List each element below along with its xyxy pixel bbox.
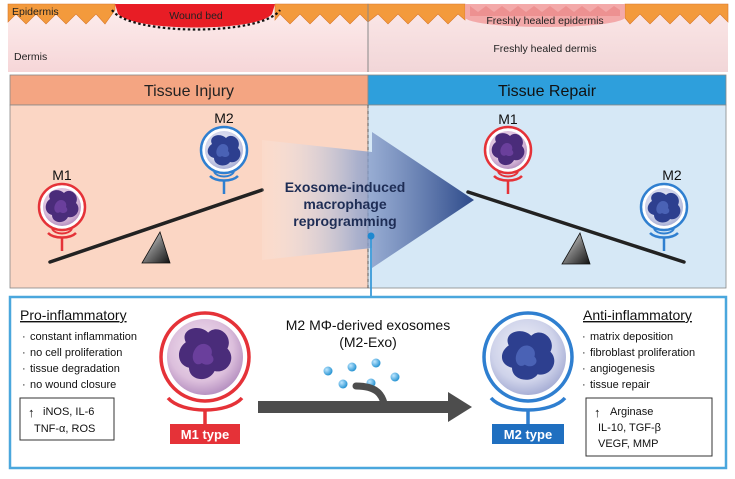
m1-type-cell: M1 type bbox=[159, 311, 251, 444]
reprogramming-arrow-shape bbox=[262, 132, 474, 268]
pro-bullet: · bbox=[22, 363, 26, 375]
repair-title: Tissue Repair bbox=[498, 83, 597, 100]
pro-bullet: · bbox=[22, 331, 26, 343]
anti-inflammatory-title: Anti-inflammatory bbox=[583, 307, 692, 323]
exosome-title-line1: M2 MΦ-derived exosomes bbox=[286, 317, 450, 333]
epidermis-zigzag-left bbox=[7, 3, 116, 25]
reprogramming-line2: macrophage bbox=[303, 196, 386, 212]
anti-bullet: · bbox=[582, 363, 586, 375]
pro-inflammatory-section: Pro-inflammatory · constant inflammation… bbox=[19, 307, 137, 441]
exosome-particle bbox=[371, 358, 381, 368]
up-arrow-icon: ↑ bbox=[28, 405, 35, 420]
pro-bullet: · bbox=[22, 379, 26, 391]
epidermis-zigzag-mid bbox=[274, 3, 369, 25]
wound-bed-label: Wound bed bbox=[169, 10, 223, 22]
pro-inflammatory-title: Pro-inflammatory bbox=[20, 307, 127, 323]
pro-item: tissue degradation bbox=[30, 363, 120, 375]
seesaw-fulcrum bbox=[561, 232, 591, 265]
anti-item: fibroblast proliferation bbox=[590, 347, 695, 359]
exosome-merge-curve bbox=[352, 382, 388, 407]
pro-markers-box bbox=[19, 397, 115, 441]
exosome-particle bbox=[338, 379, 348, 389]
connector-dot bbox=[367, 232, 375, 240]
anti-bullet: · bbox=[582, 379, 586, 391]
m1-macrophage-cell bbox=[483, 125, 533, 194]
m2-type-badge bbox=[492, 424, 564, 444]
anti-item: matrix deposition bbox=[590, 331, 673, 343]
m2-label-injury: M2 bbox=[214, 110, 234, 126]
anti-markers-box bbox=[585, 397, 713, 457]
m2-label-repair: M2 bbox=[662, 167, 682, 183]
m1-to-m2-arrow bbox=[258, 382, 472, 422]
wound-bed-edge bbox=[111, 9, 281, 31]
pro-item: no wound closure bbox=[30, 379, 116, 391]
reprogramming-line3: reprogramming bbox=[293, 213, 396, 229]
m2-macrophage-cell bbox=[639, 182, 689, 251]
pro-item: constant inflammation bbox=[30, 331, 137, 343]
epidermis-zigzag-right-a bbox=[367, 3, 466, 25]
arrow-shaft bbox=[258, 401, 450, 413]
healed-dermis-label: Freshly healed dermis bbox=[493, 43, 596, 55]
anti-item: tissue repair bbox=[590, 379, 650, 391]
seesaw-injury: M1 M2 bbox=[37, 110, 264, 264]
repair-header bbox=[367, 74, 727, 106]
seesaw-fulcrum bbox=[141, 231, 171, 264]
m1-type-badge bbox=[170, 424, 240, 444]
healed-epidermis-label: Freshly healed epidermis bbox=[486, 15, 603, 27]
seesaw-beam bbox=[466, 190, 686, 264]
pro-marker: iNOS, IL-6 bbox=[43, 406, 94, 418]
m2-type-cell: M2 type bbox=[482, 311, 574, 444]
seesaw-beam bbox=[48, 188, 264, 264]
m1-macrophage-cell bbox=[37, 182, 87, 251]
injury-title: Tissue Injury bbox=[144, 83, 234, 100]
healed-epidermis-pattern bbox=[470, 6, 620, 16]
anti-bullet: · bbox=[582, 347, 586, 359]
seesaw-repair: M1 M2 bbox=[466, 111, 689, 265]
exosome-particle bbox=[323, 366, 333, 376]
exosome-particle bbox=[347, 362, 357, 372]
dermis-label: Dermis bbox=[14, 51, 47, 63]
reprogramming-arrow: Exosome-induced macrophage reprogramming bbox=[262, 132, 474, 268]
pro-bullet: · bbox=[22, 347, 26, 359]
exosome-particle bbox=[390, 372, 400, 382]
epidermis-zigzag-right-b bbox=[624, 3, 729, 25]
anti-item: angiogenesis bbox=[590, 363, 655, 375]
m2-type-label: M2 type bbox=[504, 427, 552, 442]
anti-marker: IL-10, TGF-β bbox=[598, 422, 661, 434]
arrow-head bbox=[448, 392, 472, 422]
exosome-title-line2: (M2-Exo) bbox=[339, 334, 397, 350]
m1-label-injury: M1 bbox=[52, 167, 72, 183]
skin-strip: Epidermis Dermis Wound bed Freshly heale… bbox=[7, 3, 729, 72]
pro-item: no cell proliferation bbox=[30, 347, 122, 359]
epidermis-label: Epidermis bbox=[12, 6, 59, 18]
m1-type-label: M1 type bbox=[181, 427, 229, 442]
pro-marker: TNF-α, ROS bbox=[34, 423, 95, 435]
anti-marker: VEGF, MMP bbox=[598, 438, 659, 450]
anti-inflammatory-section: Anti-inflammatory · matrix deposition · … bbox=[582, 307, 713, 457]
m2-macrophage-cell bbox=[199, 125, 249, 194]
wound-bed bbox=[115, 4, 275, 28]
up-arrow-icon: ↑ bbox=[594, 405, 601, 420]
m1-label-repair: M1 bbox=[498, 111, 518, 127]
anti-bullet: · bbox=[582, 331, 586, 343]
anti-marker: Arginase bbox=[610, 406, 653, 418]
reprogramming-line1: Exosome-induced bbox=[285, 179, 406, 195]
